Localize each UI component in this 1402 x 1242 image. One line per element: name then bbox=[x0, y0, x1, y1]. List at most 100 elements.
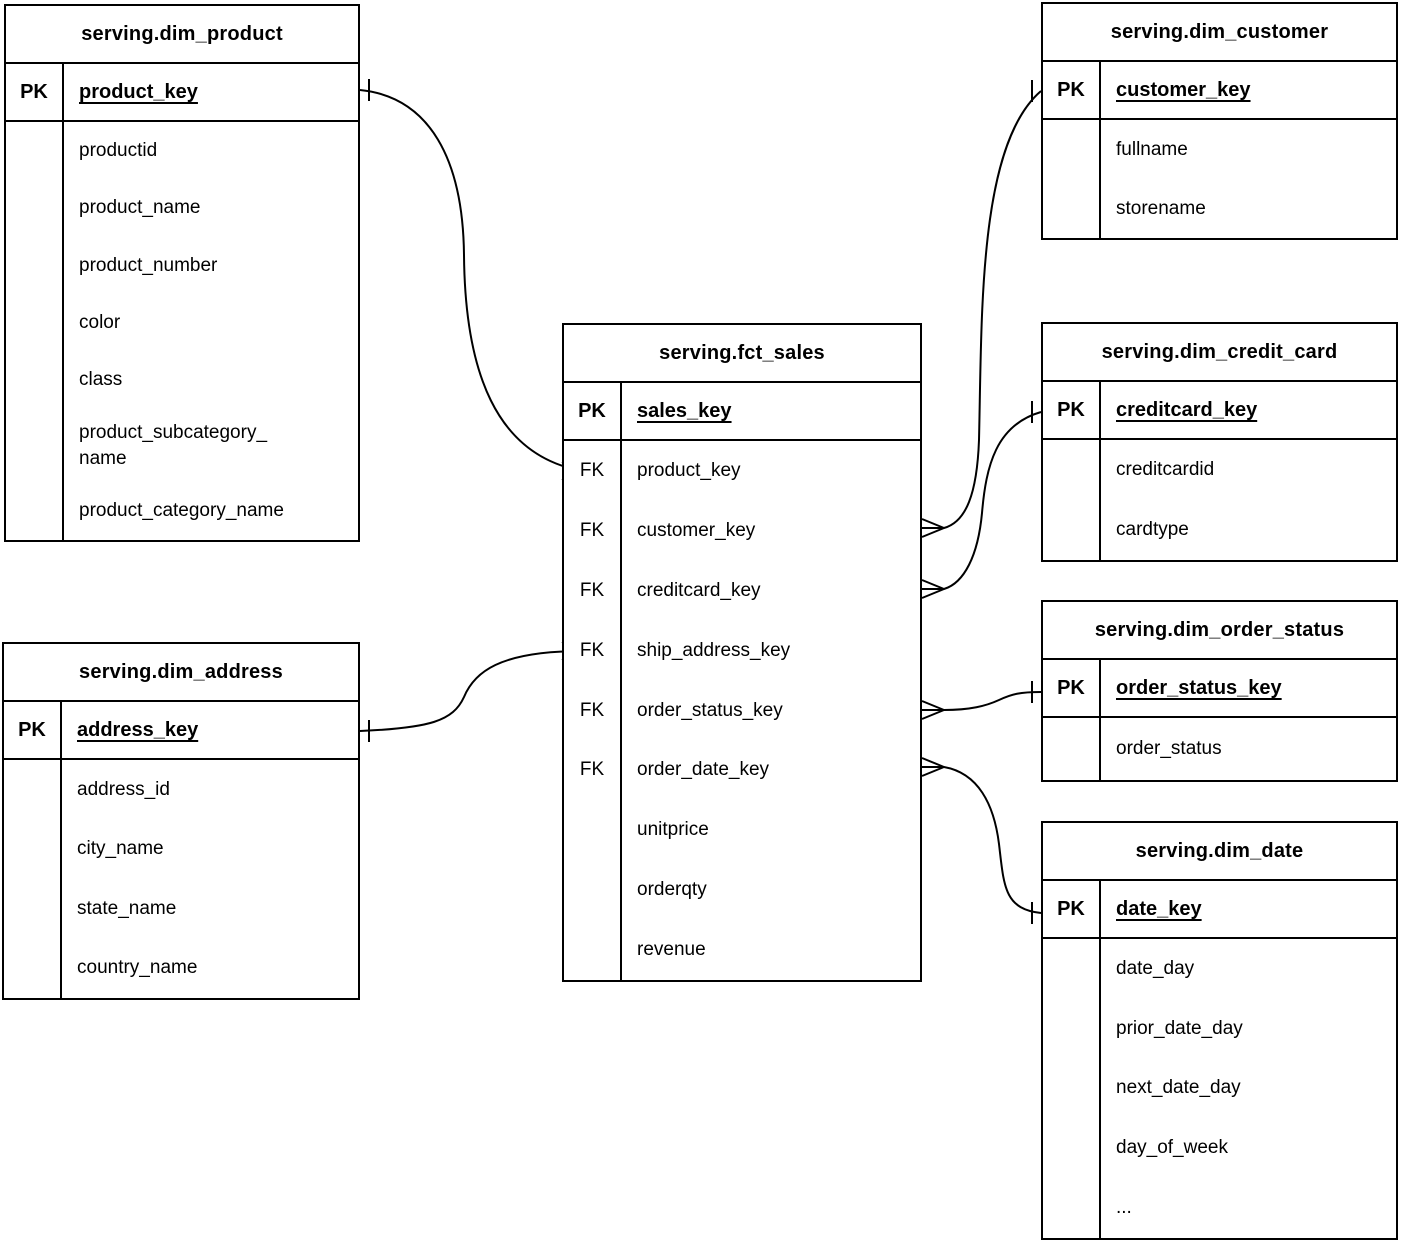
field-name: revenue bbox=[637, 939, 706, 961]
pk-badge: PK bbox=[4, 702, 62, 758]
table-dim-product: serving.dim_product PK product_key produ… bbox=[4, 4, 360, 542]
pk-badge: PK bbox=[1043, 62, 1101, 118]
key-label bbox=[1043, 1178, 1101, 1238]
relationship-order-status bbox=[921, 681, 1042, 720]
key-label bbox=[4, 879, 62, 939]
field-row: productid bbox=[6, 122, 358, 180]
field-name: order_date_key bbox=[637, 759, 770, 781]
field-row: state_name bbox=[4, 879, 358, 939]
field-name: ship_address_key bbox=[637, 639, 791, 661]
crow-foot-many-icon bbox=[921, 757, 945, 777]
key-label bbox=[6, 179, 64, 237]
field-name: order_status bbox=[1116, 738, 1222, 759]
relationship-line bbox=[359, 89, 584, 472]
key-label bbox=[1043, 120, 1101, 179]
relationship-line bbox=[922, 691, 1042, 711]
key-label: FK bbox=[564, 560, 622, 621]
field-row: fullname bbox=[1043, 120, 1396, 179]
field-name: unitprice bbox=[637, 819, 709, 841]
field-row: FK ship_address_key bbox=[564, 620, 920, 681]
key-label bbox=[1043, 939, 1101, 999]
key-label bbox=[564, 920, 622, 981]
table-title: serving.fct_sales bbox=[564, 325, 920, 383]
field-name: orderqty bbox=[637, 879, 707, 901]
field-row: order_status bbox=[1043, 718, 1396, 780]
key-label bbox=[4, 760, 62, 820]
table-title: serving.dim_credit_card bbox=[1043, 324, 1396, 382]
crow-foot-many-icon bbox=[921, 518, 945, 538]
field-row: cardtype bbox=[1043, 500, 1396, 560]
field-name: class bbox=[79, 369, 123, 391]
field-row: color bbox=[6, 294, 358, 352]
field-name: product_key bbox=[637, 459, 741, 481]
field-name: color bbox=[79, 311, 121, 333]
pk-row: PK customer_key bbox=[1043, 62, 1396, 120]
pk-field-name: date_key bbox=[1116, 898, 1202, 920]
field-row: orderqty bbox=[564, 860, 920, 921]
relationship-line bbox=[359, 650, 584, 732]
field-row: product_subcategory_ name bbox=[6, 409, 358, 483]
relationship-line bbox=[922, 90, 1042, 529]
table-title: serving.dim_customer bbox=[1043, 4, 1396, 62]
field-row: revenue bbox=[564, 920, 920, 981]
key-label bbox=[1043, 440, 1101, 500]
key-label bbox=[1043, 998, 1101, 1059]
field-name: fullname bbox=[1116, 138, 1188, 160]
key-label bbox=[4, 819, 62, 879]
table-title: serving.dim_address bbox=[4, 644, 358, 702]
key-label bbox=[564, 860, 622, 921]
field-row: prior_date_day bbox=[1043, 998, 1396, 1059]
field-name: cardtype bbox=[1116, 519, 1189, 540]
field-row: FK creditcard_key bbox=[564, 560, 920, 621]
field-rows: creditcardid cardtype bbox=[1043, 440, 1396, 560]
field-row: creditcardid bbox=[1043, 440, 1396, 500]
field-row: FK order_status_key bbox=[564, 680, 920, 741]
field-name: customer_key bbox=[637, 519, 756, 541]
field-rows: address_id city_name state_name country_… bbox=[4, 760, 358, 998]
field-row: date_day bbox=[1043, 939, 1396, 999]
table-dim-address: serving.dim_address PK address_key addre… bbox=[2, 642, 360, 1000]
key-label bbox=[1043, 1118, 1101, 1179]
pk-field-name: order_status_key bbox=[1116, 677, 1282, 699]
field-row: FK order_date_key bbox=[564, 740, 920, 801]
field-name: ... bbox=[1116, 1197, 1132, 1219]
field-row: product_number bbox=[6, 236, 358, 295]
field-name: product_number bbox=[79, 254, 218, 276]
table-dim-order-status: serving.dim_order_status PK order_status… bbox=[1041, 600, 1398, 782]
field-name: address_id bbox=[77, 778, 170, 800]
pk-badge: PK bbox=[1043, 382, 1101, 438]
field-row: product_name bbox=[6, 179, 358, 237]
pk-field-name: customer_key bbox=[1116, 79, 1251, 101]
key-label bbox=[4, 938, 62, 998]
field-name: product_category_name bbox=[79, 500, 284, 522]
field-row: unitprice bbox=[564, 800, 920, 861]
relationship-creditcard bbox=[921, 401, 1042, 599]
field-row: storename bbox=[1043, 179, 1396, 238]
field-row: class bbox=[6, 351, 358, 410]
field-row: address_id bbox=[4, 760, 358, 820]
pk-badge: PK bbox=[6, 64, 64, 120]
pk-row: PK date_key bbox=[1043, 881, 1396, 939]
field-name: product_subcategory_ name bbox=[79, 421, 268, 469]
field-row: next_date_day bbox=[1043, 1058, 1396, 1119]
pk-row: PK sales_key bbox=[564, 383, 920, 441]
key-label bbox=[6, 351, 64, 410]
field-rows: FK product_key FK customer_key FK credit… bbox=[564, 441, 920, 981]
field-name: product_name bbox=[79, 197, 201, 219]
pk-row: PK order_status_key bbox=[1043, 660, 1396, 718]
pk-field-name: address_key bbox=[77, 719, 199, 741]
key-label bbox=[1043, 1058, 1101, 1119]
field-name: country_name bbox=[77, 957, 198, 979]
field-name: state_name bbox=[77, 897, 177, 919]
field-row: country_name bbox=[4, 938, 358, 998]
field-rows: date_day prior_date_day next_date_day da… bbox=[1043, 939, 1396, 1238]
key-label: FK bbox=[564, 680, 622, 741]
field-name: next_date_day bbox=[1116, 1077, 1241, 1099]
field-rows: productid product_name product_number co… bbox=[6, 122, 358, 541]
field-row: ... bbox=[1043, 1178, 1396, 1238]
pk-row: PK creditcard_key bbox=[1043, 382, 1396, 440]
table-title: serving.dim_product bbox=[6, 6, 358, 64]
crow-foot-many-icon bbox=[921, 579, 945, 599]
key-label: FK bbox=[564, 740, 622, 801]
key-label bbox=[6, 409, 64, 483]
